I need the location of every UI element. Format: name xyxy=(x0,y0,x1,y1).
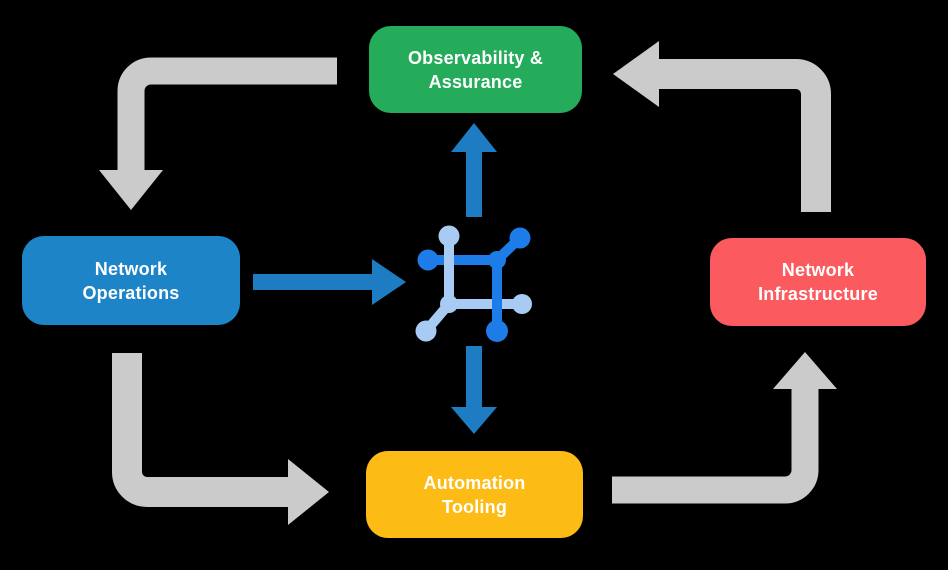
node-label-line: Infrastructure xyxy=(758,284,878,304)
node-label-line: Tooling xyxy=(441,496,508,517)
arrow-platform-to-observability xyxy=(451,123,497,217)
arrow-platform-to-automation xyxy=(451,346,497,434)
node-label-line: Automation xyxy=(423,472,526,493)
node-label-line: Operations xyxy=(82,282,180,303)
node-label-line: Observability & xyxy=(407,47,544,68)
node-label-line: Network xyxy=(781,260,855,280)
node-network-operations: Network Operations xyxy=(22,236,240,325)
node-label-line: Assurance xyxy=(428,71,523,92)
node-observability-assurance: Observability & Assurance xyxy=(369,26,582,113)
node-network-infrastructure: Network Infrastructure xyxy=(710,238,926,326)
node-label-line: Network xyxy=(94,258,168,279)
arrow-operations-to-platform xyxy=(253,259,406,305)
arrow-operations-to-automation xyxy=(112,353,329,525)
arrow-infrastructure-to-observability xyxy=(613,41,831,212)
arrow-automation-to-infrastructure xyxy=(612,352,837,504)
node-automation-tooling: Automation Tooling xyxy=(366,451,583,538)
network-platform-icon xyxy=(415,225,532,342)
arrow-observability-to-operations xyxy=(99,57,337,210)
